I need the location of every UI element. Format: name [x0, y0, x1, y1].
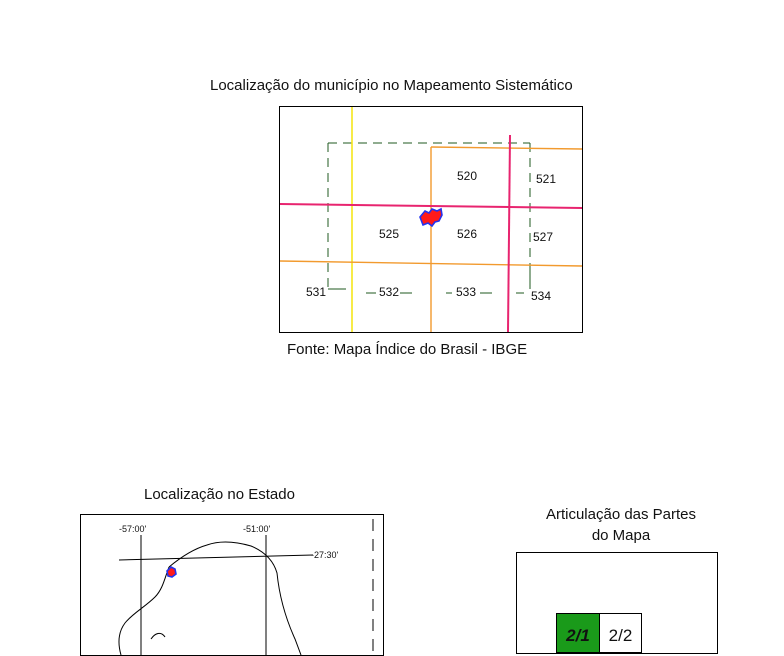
pink-grid: [280, 134, 582, 332]
articulation-title-line2: do Mapa: [591, 527, 651, 544]
map-part-2-2[interactable]: 2/2: [600, 613, 642, 653]
longitude-label-right: -51:00': [243, 524, 271, 534]
sheet-label-534: 534: [531, 289, 551, 303]
articulation-frame: 2/1 2/2: [516, 552, 718, 654]
sheet-label-533: 533: [456, 285, 476, 299]
state-municipality-marker: [166, 566, 177, 578]
latitude-label-top: -27:30': [311, 550, 339, 560]
orange-grid: [280, 146, 582, 332]
state-map-svg: -57:00' -51:00' -27:30': [118, 519, 374, 655]
systematic-map-source: Fonte: Mapa Índice do Brasil - IBGE: [287, 341, 528, 358]
sheet-label-527: 527: [533, 230, 553, 244]
longitude-label-left: -57:00': [119, 524, 147, 534]
municipality-marker: [419, 207, 443, 228]
sheet-label-521: 521: [536, 172, 556, 186]
state-map-frame: -57:00' -51:00' -27:30': [80, 514, 384, 656]
systematic-map-title: Localização do município no Mapeamento S…: [210, 77, 573, 94]
systematic-map-frame: 520 521 525 526 527 531 532 533 534: [279, 106, 583, 333]
sheet-label-525: 525: [379, 227, 399, 241]
map-part-2-1[interactable]: 2/1: [556, 613, 600, 653]
sheet-label-520: 520: [457, 169, 477, 183]
sheet-label-532: 532: [379, 285, 399, 299]
state-map-title: Localização no Estado: [144, 486, 295, 503]
map-part-2-2-label: 2/2: [608, 626, 633, 645]
systematic-map-svg: 520 521 525 526 527 531 532 533 534: [280, 107, 582, 332]
articulation-title-line1: Articulação das Partes: [545, 506, 697, 523]
sheet-label-531: 531: [306, 285, 326, 299]
sheet-label-526: 526: [457, 227, 477, 241]
map-part-2-1-label: 2/1: [566, 626, 590, 645]
